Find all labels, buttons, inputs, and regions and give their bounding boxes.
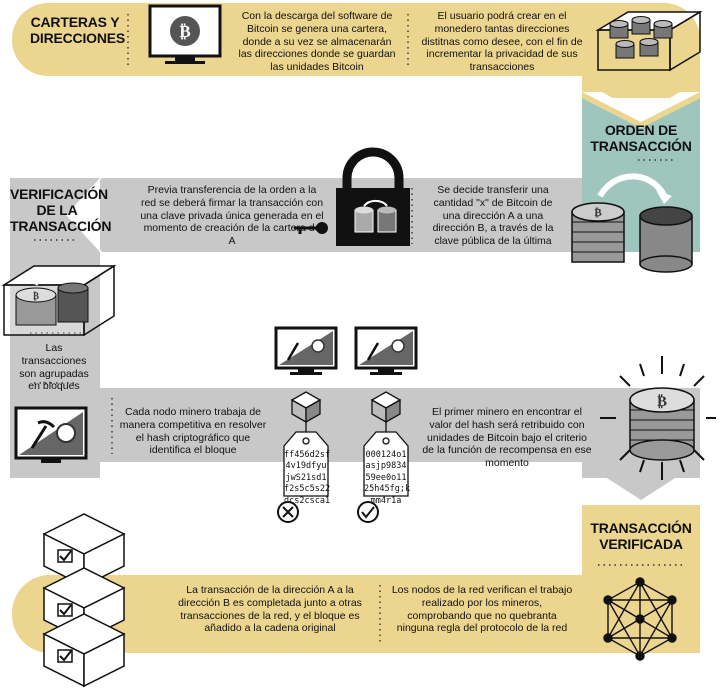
- hash-ok-line: 000124o1: [365, 450, 407, 460]
- hash-fail-line: ff456d2sf: [284, 450, 331, 460]
- step5-title: TRANSACCIÓN VERIFICADA: [590, 520, 692, 553]
- hash-tag-ok: [363, 391, 409, 497]
- hash-fail-line: jwS21sd1: [285, 472, 327, 483]
- hash-ok-line: mm4r1a: [370, 495, 402, 506]
- arrow-down-1: [582, 80, 700, 115]
- miner-computer-ok-icon: [354, 326, 418, 375]
- svg-text:₿: ₿: [179, 22, 190, 42]
- cross-icon: [277, 501, 299, 523]
- svg-text:₿: ₿: [657, 392, 667, 410]
- hash-ok-line: 25h45fg;k: [364, 484, 411, 495]
- key-icon: [294, 222, 328, 234]
- block-box-icon: ₿: [1, 264, 117, 337]
- svg-text:₿: ₿: [594, 206, 602, 219]
- step2-text-a: Se decide transferir una cantidad "x" de…: [432, 184, 554, 248]
- blockchain-blocks-icon: [42, 513, 126, 688]
- hash-fail-line: f2s5c5s22: [284, 484, 331, 495]
- step4-text-a: Cada nodo minero trabaja de manera compe…: [119, 406, 267, 457]
- mining-computer-icon: [14, 406, 88, 463]
- step1-title: CARTERAS Y DIRECCIONES: [30, 14, 126, 47]
- miner-computer-fail-icon: [274, 326, 338, 375]
- step5-text-b: La transacción de la dirección A a la di…: [178, 584, 362, 635]
- coin-transfer-icon: ₿: [571, 173, 693, 273]
- hash-tag-fail: [283, 391, 329, 497]
- step2-title: ORDEN DE TRANSACCIÓN: [590, 122, 692, 155]
- step2-text-b: Previa transferencia de la orden a la re…: [140, 184, 324, 248]
- step1-text-b: El usuario podrá crear en el monedero ta…: [421, 10, 583, 74]
- network-icon: [603, 577, 677, 661]
- wallet-box-icon: [595, 10, 703, 72]
- computer-bitcoin-icon: ₿: [148, 4, 222, 64]
- bitcoin-reward-icon: ₿: [600, 356, 716, 480]
- svg-text:₿: ₿: [33, 291, 39, 302]
- hash-list-ok: 000124o1 asjp9834 59ee0o11 25h45fg;k mm4…: [364, 450, 411, 507]
- hash-ok-line: 59ee0o11: [365, 472, 407, 483]
- step3-title: VERIFICACIÓN DE LA TRANSACCIÓN: [10, 186, 112, 235]
- band-cadena: [12, 575, 700, 653]
- arrow-down-2: [582, 462, 700, 500]
- step3-text-a: Las transacciones son agrupadas en bloqu…: [19, 342, 89, 393]
- hash-list-fail: ff456d2sf 4v19dfyu jwS21sd1 f2s5c5s22 dc…: [284, 450, 331, 507]
- hash-fail-line: 4v19dfyu: [285, 461, 327, 472]
- step4-text-b: El primer minero en encontrar el valor d…: [422, 406, 592, 470]
- step1-text-a: Con la descarga del software de Bitcoin …: [238, 10, 396, 74]
- hash-ok-line: asjp9834: [365, 461, 407, 472]
- hash-fail-line: dcs2csca1: [284, 495, 331, 506]
- step5-text-a: Los nodos de la red verifican el trabajo…: [391, 584, 573, 635]
- check-icon: [357, 501, 379, 523]
- padlock-icon: [336, 147, 410, 246]
